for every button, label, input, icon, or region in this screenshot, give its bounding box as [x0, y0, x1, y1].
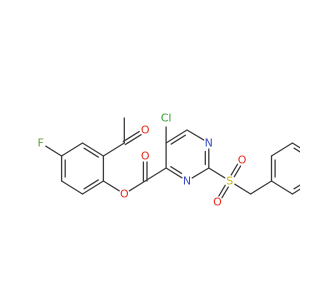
bond-c2-s	[208, 167, 226, 179]
bond-ch2-t1	[249, 180, 273, 195]
bond-p5-p6-inner	[83, 147, 99, 158]
bond-t3-t4-inner	[293, 147, 300, 153]
atom-label-s: S	[226, 175, 233, 188]
atom-label-oe: O	[120, 188, 129, 201]
atom-label-n2: N	[183, 175, 191, 188]
bond-layer	[45, 117, 300, 199]
bond-t5-t6-inner	[293, 184, 300, 190]
bond-p5-p6	[81, 142, 105, 157]
atom-label-os1: O	[213, 196, 222, 209]
bond-ac-oa-b	[122, 130, 140, 143]
bond-oe-p1	[102, 180, 120, 192]
bond-c6-n1	[186, 129, 205, 141]
atom-label-oc: O	[141, 150, 150, 163]
bond-n2-c4	[165, 167, 183, 179]
bond-p6-ac	[102, 142, 125, 157]
bond-n2-c4-inner	[170, 166, 183, 175]
bond-t2-t3	[270, 142, 294, 157]
bond-s-os2-a	[233, 165, 242, 178]
bond-t5-t6	[291, 188, 300, 195]
bond-ce-oe	[128, 180, 146, 192]
atom-label-cl: Cl	[161, 112, 172, 125]
bond-c4-ce	[144, 167, 167, 182]
bond-c5-c6	[165, 129, 188, 144]
bond-p1-p2	[81, 180, 105, 195]
atom-label-f: F	[38, 137, 44, 150]
bond-s-ch2	[234, 183, 252, 195]
bond-s-os1-a	[218, 184, 226, 197]
bond-c2-n2	[191, 167, 210, 179]
atom-label-n1: N	[205, 137, 213, 150]
atom-label-os2: O	[238, 154, 247, 167]
atom-label-oa: O	[141, 124, 150, 137]
bond-c5-c6-inner	[170, 134, 187, 145]
bond-s-os2-b	[230, 163, 239, 176]
bond-p4-p5	[60, 142, 84, 157]
bond-p1-p2-inner	[83, 179, 99, 190]
bond-t6-t1	[270, 180, 294, 195]
bond-p2-p3	[60, 180, 84, 195]
bond-p4-f	[45, 145, 63, 157]
bond-ac-oa-a	[124, 134, 142, 146]
bond-t3-t4	[291, 142, 300, 149]
bond-s-os1-b	[221, 186, 229, 199]
